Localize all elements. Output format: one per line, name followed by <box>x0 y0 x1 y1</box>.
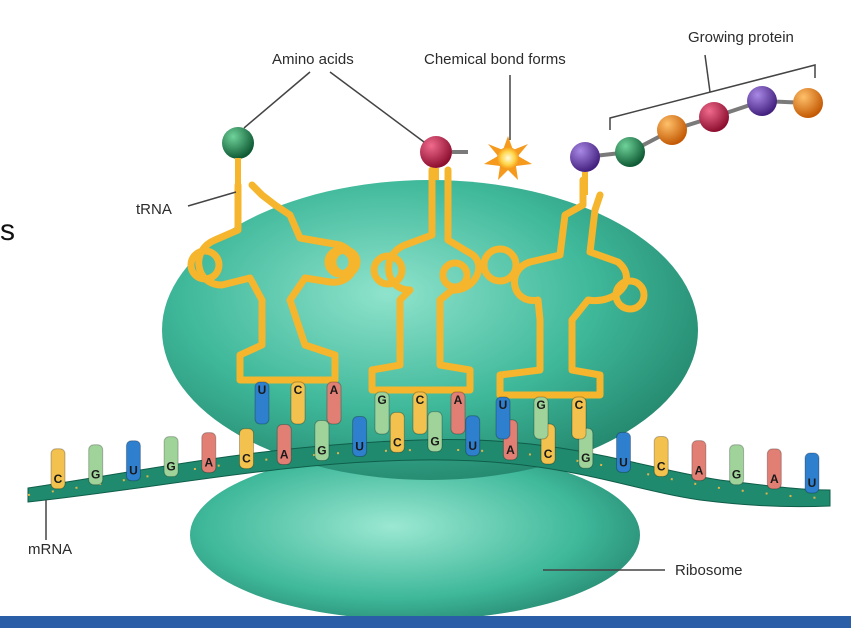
trna-3 <box>480 176 648 399</box>
mrna-base-letter: A <box>770 472 779 486</box>
trna-2 <box>324 166 483 394</box>
anticodon-base-letter: C <box>416 393 425 407</box>
anticodon-base: G <box>533 396 549 440</box>
mrna-base: U <box>465 415 481 457</box>
protein-amino-acid-purple <box>570 142 600 172</box>
mrna-base-letter: G <box>91 468 100 482</box>
anticodon-base-letter: A <box>330 383 339 397</box>
growing-protein-chain <box>570 86 823 172</box>
mrna-base-letter: U <box>129 464 138 478</box>
protein-amino-acid-orange <box>793 88 823 118</box>
mrna-base-letter: G <box>581 451 590 465</box>
anticodon-base-letter: G <box>377 393 386 407</box>
label-growing-protein: Growing protein <box>688 29 794 46</box>
mrna-base-letter: C <box>54 472 63 486</box>
amino-acids-leader-2 <box>329 71 425 143</box>
mrna-bases: C G U G A C A G U C G U A C G U C A G A U <box>50 411 820 494</box>
anticodon-base: C <box>571 396 587 440</box>
mrna-base: G <box>163 436 179 478</box>
protein-amino-acid-purple <box>747 86 777 116</box>
trna-molecules <box>187 166 648 399</box>
protein-amino-acid-orange <box>657 115 687 145</box>
mrna-base: U <box>616 431 631 473</box>
protein-amino-acid-green <box>615 137 645 167</box>
mrna-base: C <box>239 428 254 470</box>
anticodon-base-letter: C <box>294 383 303 397</box>
mrna-base: C <box>50 448 66 490</box>
mrna-base: G <box>314 420 330 462</box>
mrna-base-letter: U <box>468 439 477 453</box>
mrna-base: A <box>766 448 782 490</box>
mrna-base: U <box>352 415 368 457</box>
mrna-base: A <box>201 432 217 474</box>
anticodon-base-letter: C <box>575 398 584 412</box>
footer-bar <box>0 616 851 628</box>
mrna-base: G <box>729 444 745 486</box>
trna-leader <box>187 191 237 207</box>
anticodon-base: U <box>495 396 511 440</box>
mrna-base: C <box>389 411 405 453</box>
label-ribosome: Ribosome <box>675 562 743 579</box>
mrna-base: U <box>804 452 820 494</box>
mrna-base-letter: C <box>242 452 251 466</box>
amino-acids-leader-1 <box>243 71 311 129</box>
label-mrna: mRNA <box>28 541 72 558</box>
chemical-bond-burst-icon <box>484 136 532 180</box>
cropped-side-letter: s <box>0 214 15 247</box>
mrna-base-letter: G <box>166 460 175 474</box>
amino-acid-crimson <box>420 136 452 168</box>
anticodon-base: A <box>326 381 342 425</box>
label-trna: tRNA <box>136 201 172 218</box>
ribosome-small-subunit <box>190 450 640 620</box>
anticodon-base: U <box>254 381 270 425</box>
anticodon-base: C <box>412 391 428 435</box>
mrna-base-letter: A <box>695 464 704 478</box>
mrna-base-letter: A <box>204 456 213 470</box>
anticodon-base-letter: U <box>499 398 508 412</box>
anticodon-base: A <box>450 391 466 435</box>
mrna-base: A <box>276 424 292 466</box>
mrna-base-letter: U <box>808 476 817 490</box>
anticodon-base-letter: A <box>454 393 463 407</box>
mrna-base: G <box>88 444 104 486</box>
mrna-base: G <box>427 411 443 453</box>
mrna-base-letter: U <box>619 455 628 469</box>
mrna-base: C <box>653 435 669 477</box>
mrna-base-letter: G <box>430 435 439 449</box>
growing-protein-bracket <box>609 64 816 130</box>
mrna-base-letter: C <box>544 447 553 461</box>
anticodon-base-letter: U <box>258 383 267 397</box>
protein-amino-acid-crimson <box>699 102 729 132</box>
mrna-base-letter: G <box>732 468 741 482</box>
anticodon-base: G <box>374 391 390 435</box>
anticodon-base-letter: G <box>536 398 545 412</box>
mrna-base-letter: C <box>657 459 666 473</box>
trna-anticodons: U C A G C A U G C <box>254 381 587 440</box>
label-chemical-bond: Chemical bond forms <box>424 51 566 68</box>
mrna-base-letter: A <box>280 448 289 462</box>
growing-protein-leader <box>704 54 711 93</box>
mrna-base-letter: G <box>317 444 326 458</box>
label-amino-acids: Amino acids <box>272 51 354 68</box>
mrna-base-letter: C <box>393 435 402 449</box>
mrna-base: A <box>691 440 707 482</box>
mrna-base-letter: U <box>355 439 364 453</box>
anticodon-base: C <box>290 381 306 425</box>
amino-acid-green <box>222 127 254 159</box>
mrna-base-letter: A <box>506 443 515 457</box>
mrna-base: U <box>125 440 141 482</box>
